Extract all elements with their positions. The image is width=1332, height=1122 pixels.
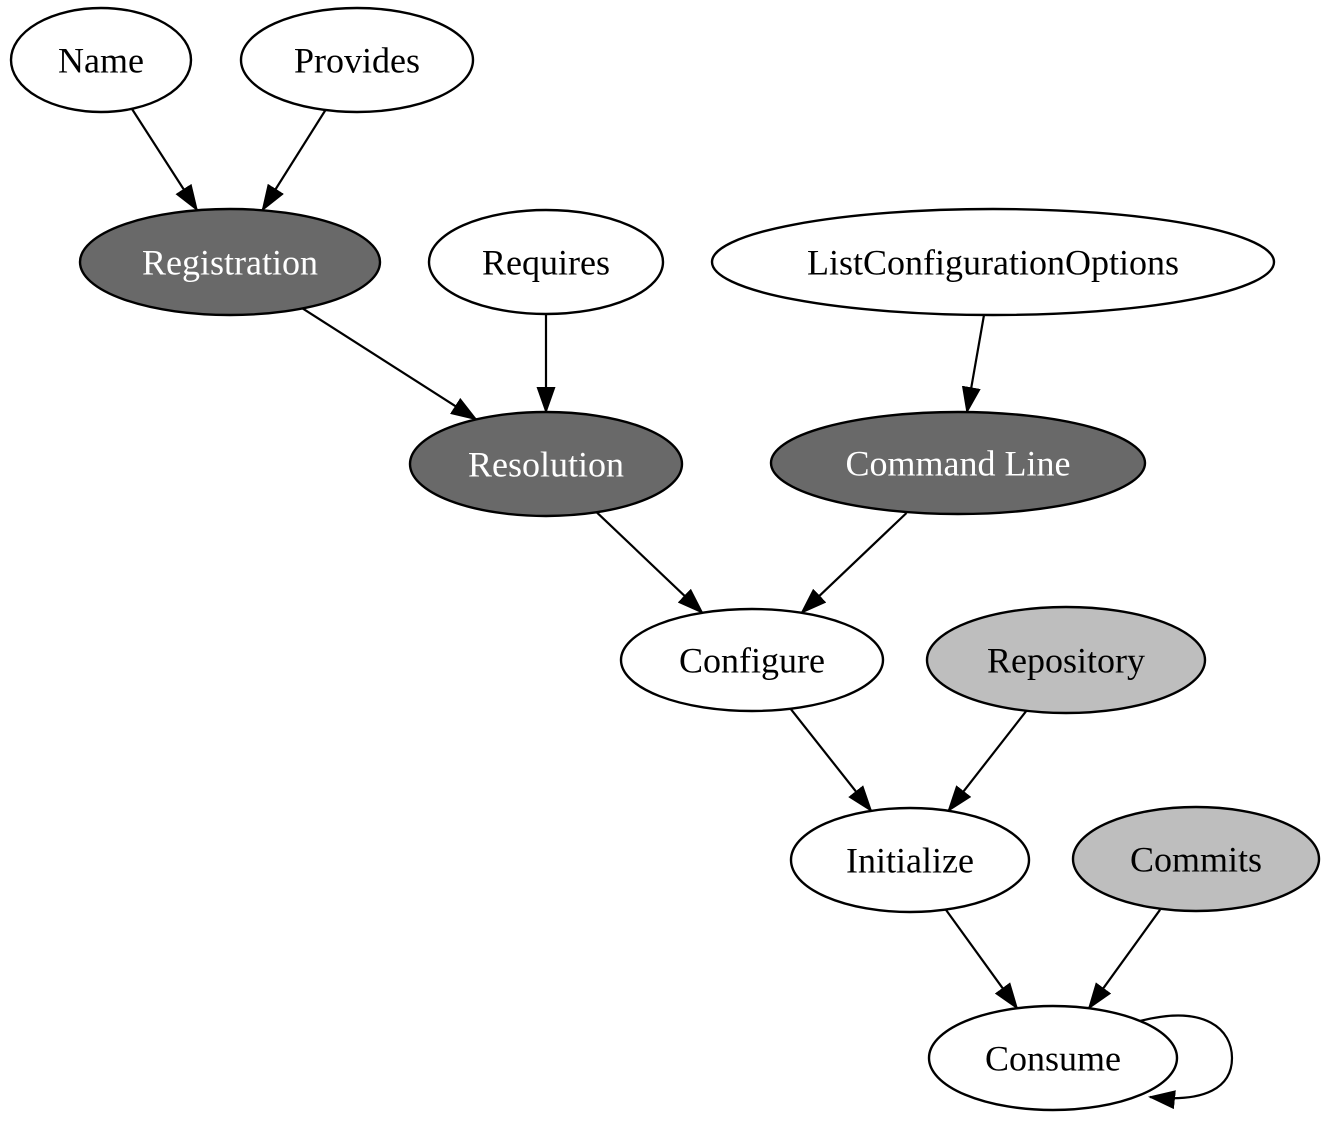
node-initialize: Initialize — [789, 806, 1031, 914]
edge-configure-to-initialize — [789, 708, 873, 813]
node-provides-shape — [239, 6, 475, 114]
edge-commits-to-consume — [1087, 909, 1161, 1010]
edge-command-line-to-configure — [800, 512, 908, 615]
edge-initialize-to-consume — [944, 908, 1019, 1010]
node-commits: Commits — [1071, 805, 1321, 913]
node-registration: Registration — [78, 207, 382, 317]
edge-name-to-registration — [131, 108, 199, 212]
edge-repository-to-initialize — [947, 710, 1028, 813]
node-initialize-shape — [789, 806, 1031, 914]
node-list-configuration-options-shape — [710, 207, 1276, 317]
node-requires-shape — [427, 208, 665, 316]
node-configure-shape — [619, 607, 885, 713]
node-commits-label: Commits — [1130, 840, 1262, 880]
node-list-configuration-options-label: ListConfigurationOptions — [807, 243, 1179, 283]
node-requires-label: Requires — [482, 243, 610, 283]
node-name: Name — [9, 6, 193, 114]
edge-consume-self-loop — [1139, 1014, 1234, 1110]
node-registration-shape — [78, 207, 382, 317]
edge-registration-to-resolution — [302, 307, 478, 421]
node-configure: Configure — [619, 607, 885, 713]
node-resolution: Resolution — [408, 410, 684, 518]
edge-resolution-to-configure — [595, 511, 704, 615]
node-registration-label: Registration — [142, 243, 318, 283]
node-command-line-label: Command Line — [846, 444, 1071, 484]
node-resolution-label: Resolution — [468, 445, 624, 485]
node-name-shape — [9, 6, 193, 114]
node-layer: Name Provides Registration Requires List… — [9, 6, 1321, 1112]
edge-layer — [131, 108, 1234, 1110]
node-consume-shape — [927, 1004, 1179, 1112]
node-commits-shape — [1071, 805, 1321, 913]
node-repository-label: Repository — [987, 641, 1145, 681]
edge-listconfigurationoptions-to-command-line — [961, 314, 986, 414]
node-list-configuration-options: ListConfigurationOptions — [710, 207, 1276, 317]
node-provides: Provides — [239, 6, 475, 114]
node-name-label: Name — [58, 41, 144, 81]
node-configure-label: Configure — [679, 641, 825, 681]
node-requires: Requires — [427, 208, 665, 316]
edge-provides-to-registration — [261, 109, 327, 212]
node-repository-shape — [925, 605, 1207, 715]
node-resolution-shape — [408, 410, 684, 518]
node-repository: Repository — [925, 605, 1207, 715]
node-consume: Consume — [927, 1004, 1179, 1112]
node-command-line: Command Line — [769, 410, 1147, 516]
node-provides-label: Provides — [294, 41, 420, 81]
node-command-line-shape — [769, 410, 1147, 516]
node-initialize-label: Initialize — [846, 841, 974, 881]
node-consume-label: Consume — [985, 1039, 1121, 1079]
